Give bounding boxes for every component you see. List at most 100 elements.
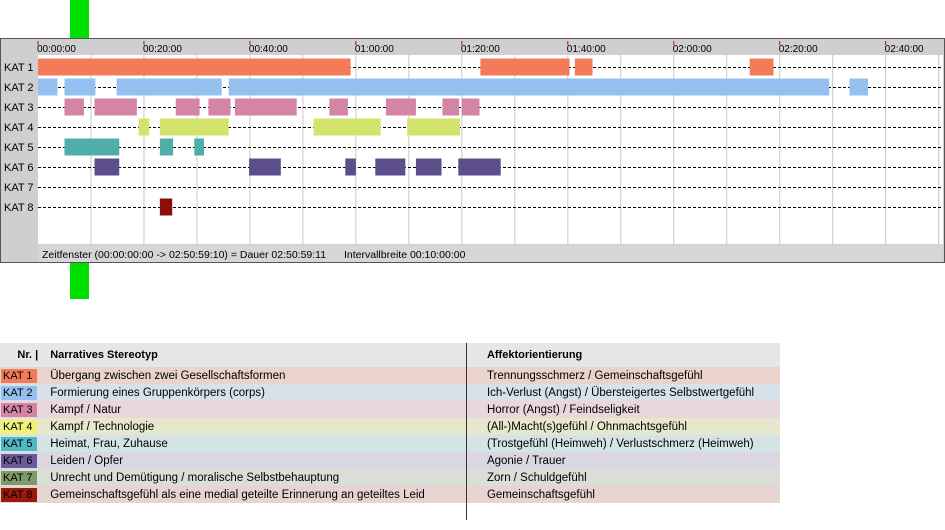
legend-row: KAT 3 Kampf / Natur Horror (Angst) / Feind… [0,401,780,418]
legend-affekt: Ich-Verlust (Angst) / Übersteigertes Sel… [465,384,780,401]
legend-tail-row [0,503,780,520]
legend-header-row: Nr. | Narratives Stereotyp Affektorienti… [0,343,780,367]
segment-bar[interactable] [94,98,137,116]
segment-bar[interactable] [415,158,442,176]
legend-kat-cell: KAT 7 [0,469,42,486]
segment-bar[interactable] [375,158,406,176]
segment-bar[interactable] [442,98,460,116]
legend-kat-cell: KAT 5 [0,435,42,452]
legend-row: KAT 5 Heimat, Frau, Zuhause (Trostgefühl (… [0,435,780,452]
row-label: KAT 5 [4,142,34,154]
status-bar [38,245,943,262]
header-nr: Nr. | [0,343,43,367]
segment-bar[interactable] [159,198,173,216]
tick-label: 00:40:00 [249,44,288,55]
kat-color-badge: KAT 8 [1,487,37,502]
spacer [42,503,466,520]
interval-width-text: Intervallbreite 00:10:00:00 [344,249,466,261]
segment-bar[interactable] [64,98,84,116]
legend-row: KAT 8 Gemeinschaftsgefühl als eine medial… [0,486,780,503]
segment-bar[interactable] [175,98,200,116]
legend-affekt: Agonie / Trauer [465,452,780,469]
tick-label: 00:00:00 [37,44,76,55]
segment-bar[interactable] [159,118,229,136]
segment-bar[interactable] [345,158,356,176]
time-window-text: Zeitfenster (00:00:00:00 -> 02:50:59:10)… [42,249,326,261]
kat-color-badge: KAT 7 [1,470,37,485]
legend-kat-cell: KAT 3 [0,401,42,418]
row-label: KAT 7 [4,182,34,194]
segment-bar[interactable] [385,98,416,116]
segment-bar[interactable] [228,78,494,96]
segment-bar[interactable] [94,158,120,176]
playhead-marker-bottom[interactable] [70,263,89,299]
legend-stereotyp: Kampf / Natur [50,403,122,416]
spacer [465,503,780,520]
row-label: KAT 4 [4,122,34,134]
legend-stereotyp: Übergang zwischen zwei Gesellschaftsform… [50,369,286,382]
row-label: KAT 1 [4,62,34,74]
segment-bar[interactable] [749,58,774,76]
legend-affekt: (Trostgefühl (Heimweh) / Verlustschmerz … [465,435,780,452]
segment-bar[interactable] [208,98,231,116]
segment-bar[interactable] [194,138,205,156]
segment-bar[interactable] [458,158,501,176]
legend-stereotyp: Kampf / Technologie [50,420,155,433]
tick-label: 02:20:00 [779,44,818,55]
legend-affekt: Gemeinschaftsgefühl [465,486,780,503]
row-label: KAT 2 [4,82,34,94]
legend-stereotyp: Heimat, Frau, Zuhause [50,437,168,450]
legend-row: KAT 4 Kampf / Technologie (All-)Macht(s)ge… [0,418,780,435]
segment-bar[interactable] [159,138,174,156]
segment-bar[interactable] [38,78,58,96]
kat-color-badge: KAT 2 [1,385,37,400]
legend-affekt: Zorn / Schuldgefühl [465,469,780,486]
tick-label: 02:40:00 [885,44,924,55]
segment-bar[interactable] [493,78,830,96]
segment-bar[interactable] [64,138,120,156]
spacer [0,503,42,520]
legend-stereotyp: Gemeinschaftsgefühl als eine medial gete… [50,488,425,501]
segment-bar[interactable] [407,118,461,136]
legend-kat-cell: KAT 6 [0,452,42,469]
segment-bar[interactable] [249,158,281,176]
kat-color-badge: KAT 6 [1,453,37,468]
tick-label: 01:40:00 [567,44,606,55]
header-affekt: Affektorientierung [465,343,780,367]
segment-bar[interactable] [849,78,869,96]
segment-bar[interactable] [329,98,348,116]
category-legend-table: Nr. | Narratives Stereotyp Affektorienti… [0,343,780,520]
tick-label: 02:00:00 [673,44,712,55]
legend-row: KAT 2 Formierung eines Gruppenkörpers (co… [0,384,780,401]
playhead-marker-top[interactable] [70,0,89,38]
legend-affekt: Horror (Angst) / Feindseligkeit [465,401,780,418]
row-label: KAT 3 [4,102,34,114]
legend-affekt: Trennungsschmerz / Gemeinschaftsgefühl [465,367,780,384]
segment-bar[interactable] [138,118,150,136]
segment-bar[interactable] [461,98,480,116]
tick-label: 00:20:00 [143,44,182,55]
segment-bar[interactable] [64,78,96,96]
row-label: KAT 6 [4,162,34,174]
row-label: KAT 8 [4,202,34,214]
segment-bar[interactable] [480,58,570,76]
tick-label: 01:20:00 [461,44,500,55]
segment-bar[interactable] [38,58,351,76]
segment-bar[interactable] [116,78,222,96]
legend-kat-cell: KAT 8 [0,486,42,503]
legend-kat-cell: KAT 4 [0,418,42,435]
header-stereotyp: Narratives Stereotyp [42,343,466,367]
kat-color-badge: KAT 4 [1,419,37,434]
segment-bar[interactable] [313,118,381,136]
segment-bar[interactable] [234,98,297,116]
kat-color-badge: KAT 5 [1,436,37,451]
legend-kat-cell: KAT 2 [0,384,42,401]
legend-stereotyp: Formierung eines Gruppenkörpers (corps) [50,386,265,399]
legend-affekt: (All-)Macht(s)gefühl / Ohnmachtsgefühl [465,418,780,435]
segment-bar[interactable] [574,58,593,76]
